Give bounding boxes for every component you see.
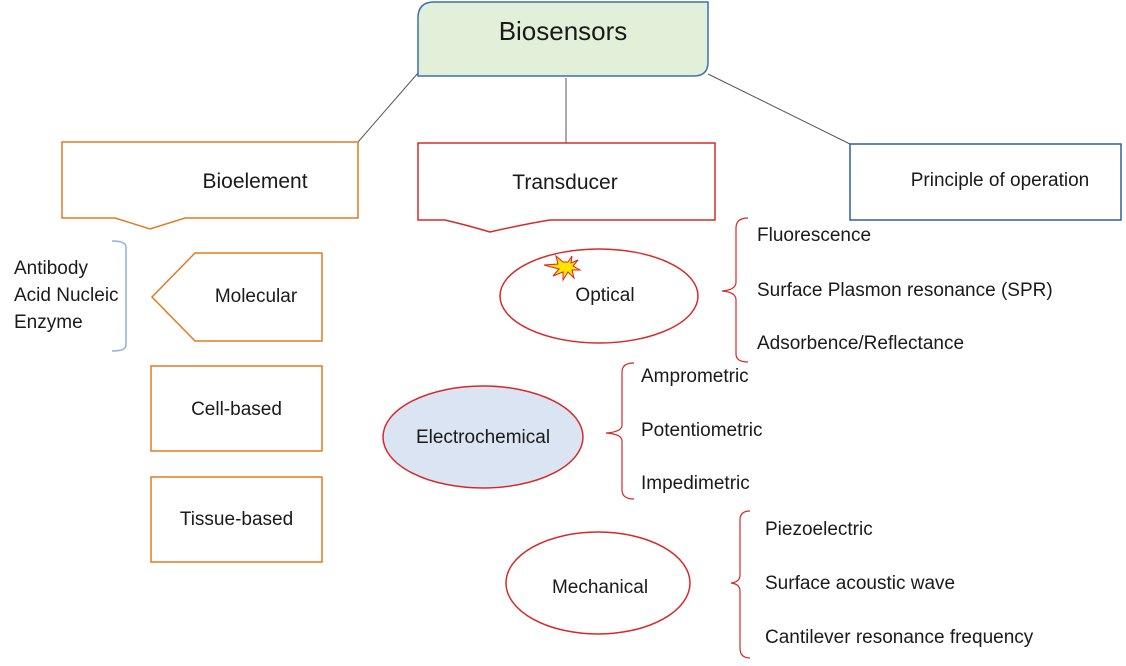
mechanical-ellipse — [505, 531, 691, 635]
electrochemical-method: Potentiometric — [641, 420, 763, 441]
root-title: Biosensors — [498, 16, 628, 46]
bioelement-box — [61, 141, 359, 230]
molecular-example: Enzyme — [14, 312, 83, 333]
connector-root-bioelement — [357, 72, 419, 143]
electrochemical-method: Amprometric — [641, 366, 749, 387]
light-burst-icon — [543, 254, 582, 282]
mechanical-method: Cantilever resonance frequency — [765, 627, 1034, 648]
optical-ellipse — [499, 248, 699, 344]
mechanical-method: Surface acoustic wave — [765, 573, 956, 594]
electrochemical-method: Impedimetric — [641, 473, 750, 494]
cell-based-box — [150, 365, 323, 452]
optical-method: Fluorescence — [757, 225, 872, 246]
principle-box — [849, 143, 1122, 221]
root-box — [417, 1, 709, 77]
transducer-label: Transducer — [512, 171, 618, 194]
mechanical-methods-bracket — [730, 510, 751, 659]
optical-method: Adsorbence/Reflectance — [757, 333, 965, 354]
electrochemical-label: Electrochemical — [415, 427, 551, 448]
optical-label: Optical — [575, 285, 635, 306]
principle-label: Principle of operation — [910, 170, 1090, 191]
tissue-based-label: Tissue-based — [179, 509, 294, 530]
mechanical-method: Piezoelectric — [765, 519, 873, 540]
molecular-example: Acid Nucleic — [14, 285, 119, 306]
bioelement-label: Bioelement — [202, 170, 308, 193]
transducer-box — [417, 142, 716, 233]
molecular-label: Molecular — [214, 286, 298, 307]
electrochemical-ellipse — [382, 385, 584, 489]
tissue-based-box — [150, 476, 323, 563]
molecular-box — [150, 252, 323, 342]
mechanical-label: Mechanical — [551, 577, 649, 598]
molecular-example: Antibody — [14, 258, 88, 279]
optical-method: Surface Plasmon resonance (SPR) — [757, 280, 1053, 301]
molecular-examples-bracket — [111, 240, 127, 352]
cell-based-label: Cell-based — [191, 399, 282, 420]
optical-methods-bracket — [721, 217, 749, 363]
electrochemical-methods-bracket — [605, 362, 635, 500]
connector-root-principle — [707, 73, 851, 145]
